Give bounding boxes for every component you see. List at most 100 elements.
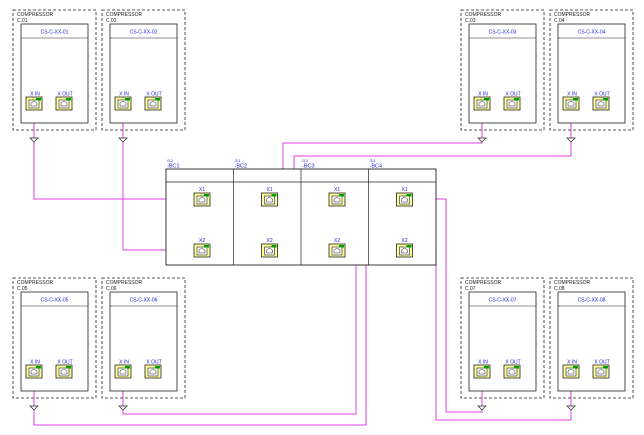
x-in-connector (114, 96, 132, 111)
bc-page-ref: /3.3 (235, 159, 241, 163)
x-out-connector (503, 364, 521, 379)
bc-page-ref: /3.2 (167, 159, 173, 163)
x-in-connector (473, 96, 491, 111)
bc-page-ref: /3.3 (370, 159, 376, 163)
port-in-label: X IN (567, 360, 577, 366)
x2-connector (193, 243, 211, 258)
compressor-enclosure (460, 9, 545, 131)
status-led-icon (36, 366, 41, 369)
compressor-enclosure (12, 9, 97, 131)
connector-socket (58, 367, 70, 377)
x1-label: X1 (334, 187, 340, 193)
compressor-enclosure (460, 277, 545, 399)
connector-socket (117, 367, 129, 377)
connector-plug-icon (30, 368, 38, 375)
x1-connector (328, 192, 346, 207)
port-in-label: X IN (119, 360, 129, 366)
bc-name: -BC3 (302, 164, 315, 170)
x-out-connector (55, 96, 73, 111)
status-led-icon (271, 245, 277, 248)
x1-connector (396, 192, 413, 207)
ground-icon (118, 405, 128, 411)
status-led-icon (204, 194, 209, 197)
compressor-enclosure (101, 277, 186, 399)
compressor-enclosure (549, 9, 634, 131)
connector-plug-icon (149, 368, 157, 375)
connector-socket (506, 367, 518, 377)
connector-plug-icon (30, 100, 38, 107)
connector-plug-icon (508, 368, 516, 375)
port-out-label: X OUT (57, 360, 72, 366)
connector-plug-icon (198, 196, 206, 203)
compressor-title: COMPRESSOR (17, 12, 54, 18)
bc-name: -BC4 (370, 164, 383, 170)
connector-socket (476, 99, 488, 109)
status-led-icon (573, 98, 578, 101)
connector-plug-icon (266, 196, 273, 203)
ground-icon (118, 137, 128, 143)
connector-plug-icon (478, 368, 486, 375)
connector-socket (264, 195, 275, 205)
port-out-label: X OUT (505, 92, 520, 98)
ground-icon (566, 405, 576, 411)
connector-plug-icon (597, 368, 605, 375)
x-in-connector (25, 96, 43, 111)
ground-icon (29, 405, 39, 411)
connector-plug-icon (60, 368, 68, 375)
x1-connector (193, 192, 211, 207)
x-out-connector (144, 96, 162, 111)
compressor-code: C.06 (106, 286, 117, 292)
port-in-label: X IN (478, 92, 488, 98)
connector-plug-icon (333, 247, 341, 254)
connector-plug-icon (508, 100, 516, 107)
status-led-icon (406, 245, 412, 248)
connector-plug-icon (401, 196, 408, 203)
status-led-icon (155, 366, 160, 369)
connector-socket (595, 99, 607, 109)
x-out-connector (503, 96, 521, 111)
connector-socket (399, 195, 410, 205)
ground-icon (477, 405, 487, 411)
connector-socket (565, 99, 577, 109)
port-out-label: X OUT (146, 360, 161, 366)
connector-socket (476, 367, 488, 377)
connector-plug-icon (567, 100, 575, 107)
bc-page-ref: /3.3 (302, 159, 308, 163)
status-led-icon (514, 366, 519, 369)
bc-name: -BC1 (167, 164, 180, 170)
x-in-connector (25, 364, 43, 379)
status-led-icon (204, 245, 209, 248)
compressor-title: COMPRESSOR (17, 280, 54, 286)
status-led-icon (603, 366, 608, 369)
connector-socket (58, 99, 70, 109)
connector-plug-icon (597, 100, 605, 107)
connector-plug-icon (149, 100, 157, 107)
status-led-icon (406, 194, 412, 197)
connector-socket (28, 367, 40, 377)
x-out-connector (144, 364, 162, 379)
x2-label: X2 (402, 238, 408, 244)
x-out-connector (55, 364, 73, 379)
x2-connector (396, 243, 413, 258)
port-out-label: X OUT (146, 92, 161, 98)
x2-label: X2 (199, 238, 205, 244)
x1-connector (261, 192, 278, 207)
compressor-tag: CS-C-XX-03 (489, 30, 517, 36)
connector-socket (264, 246, 275, 256)
x2-label: X2 (267, 238, 273, 244)
connector-plug-icon (60, 100, 68, 107)
compressor-tag: CS-C-XX-08 (578, 298, 606, 304)
port-out-label: X OUT (594, 360, 609, 366)
compressor-title: COMPRESSOR (106, 12, 143, 18)
status-led-icon (339, 194, 344, 197)
compressor-code: C.08 (554, 286, 565, 292)
